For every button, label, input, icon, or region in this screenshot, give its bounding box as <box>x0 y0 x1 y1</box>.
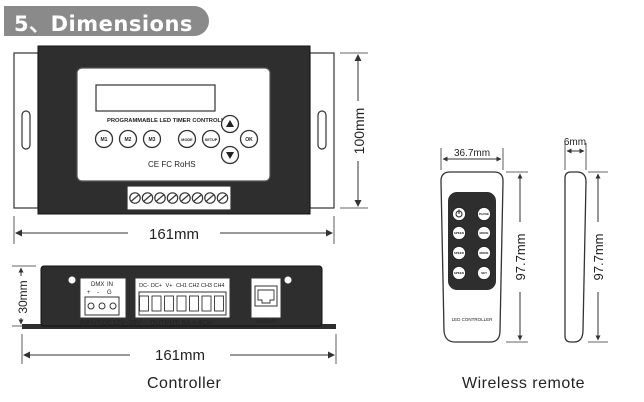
remote-button-label: SPEED <box>454 271 465 275</box>
remote-side-body <box>564 171 587 343</box>
output-pin <box>151 295 162 312</box>
rj45-in-label: IN <box>270 319 276 325</box>
remote-front-view: PAUSE SPEED MODE SPEED MODE SPEED SET LED CONT… <box>440 148 528 343</box>
output-pin <box>139 295 149 312</box>
input-minus-label: - <box>97 290 99 296</box>
remote-button-label: MODE <box>480 251 489 255</box>
side-height-dimension: 30mm <box>16 280 30 313</box>
remote-button-label: MODE <box>480 231 489 235</box>
remote-button[interactable] <box>477 226 491 240</box>
setup-button[interactable] <box>201 129 221 149</box>
front-height-dimension: 100mm <box>351 108 367 155</box>
output-terminal-label: CH2 <box>188 283 199 289</box>
output-pin <box>164 295 174 312</box>
input-g-label: G <box>107 290 112 296</box>
remote-side-width-dimension: 6mm <box>564 137 586 148</box>
output-terminal-label: CH3 <box>201 283 212 289</box>
output-terminal-label: DC+ <box>151 283 162 289</box>
output-pins <box>139 295 224 312</box>
right-screw-hole <box>283 275 293 285</box>
remote-label: LED CONTROLLER <box>452 317 494 322</box>
remote-button[interactable] <box>452 226 466 240</box>
output-terminal-label: CH4 <box>213 283 224 289</box>
setup-button-label: SETUP <box>205 138 218 142</box>
section-header: 5、Dimensions <box>4 6 209 36</box>
remote-button-label: SPEED <box>454 231 465 235</box>
side-width-dimension: 161mm <box>155 347 205 364</box>
rj45-dmx-label: DMX <box>256 319 269 325</box>
right-mount-slot <box>317 110 327 150</box>
controller-front-view: PROGRAMMABLE LED TIMER CONTROLLER M1 M2 … <box>13 45 368 244</box>
output-pin <box>201 295 212 312</box>
remote-button-label: SPEED <box>454 251 465 255</box>
input-plus-label: + <box>87 290 91 296</box>
remote-caption: Wireless remote <box>462 375 586 392</box>
m2-button[interactable] <box>118 129 138 149</box>
terminal-screws <box>129 192 229 204</box>
up-arrow-icon <box>226 120 234 127</box>
remote-side-height-dimension: 97.7mm <box>591 234 606 281</box>
input-plug <box>84 296 120 316</box>
controller-caption: Controller <box>147 375 222 392</box>
ok-button[interactable] <box>239 129 259 149</box>
remote-buttons: PAUSE SPEED MODE SPEED MODE SPEED SET <box>452 207 491 280</box>
remote-height-dimension: 97.7mm <box>513 234 528 281</box>
left-mounting-ear <box>13 52 39 209</box>
remote-side-view: 6mm 97.7mm <box>564 137 608 343</box>
section-title: 5、Dimensions <box>14 12 193 36</box>
output-terminal-label: DC- <box>139 283 149 289</box>
output-terminal-label: CH1 <box>176 283 187 289</box>
ok-button-label: OK <box>245 137 253 143</box>
remote-button-label: PAUSE <box>479 212 489 216</box>
input-spec-text: INPUT:DC12V~36V <box>80 320 142 327</box>
remote-button[interactable] <box>477 207 491 221</box>
remote-button[interactable] <box>477 246 491 260</box>
left-screw-hole <box>67 275 77 285</box>
panel-title: PROGRAMMABLE LED TIMER CONTROLLER <box>107 118 233 124</box>
input-in-label: IN <box>107 282 113 288</box>
lcd-display <box>95 84 216 112</box>
front-width-dimension: 161mm <box>149 226 199 243</box>
rj45-socket-icon <box>257 289 275 304</box>
m1-button-label: M1 <box>101 137 108 143</box>
mode-button[interactable] <box>177 129 197 149</box>
remote-button[interactable] <box>452 266 466 280</box>
remote-button[interactable] <box>452 246 466 260</box>
m3-button-label: M3 <box>149 137 156 143</box>
certification-marks: CE FC RoHS <box>148 160 196 169</box>
output-terminal-label: V+ <box>166 283 173 289</box>
remote-button[interactable] <box>477 266 491 280</box>
m2-button-label: M2 <box>125 137 132 143</box>
output-pin <box>214 295 224 312</box>
m1-button[interactable] <box>94 129 114 149</box>
remote-button-label: SET <box>481 271 487 275</box>
rj45-port <box>254 285 278 307</box>
left-mount-slot <box>21 110 31 150</box>
m3-button[interactable] <box>142 129 162 149</box>
remote-width-dimension: 36.7mm <box>454 148 490 159</box>
output-pin <box>176 295 187 312</box>
input-dmx-label: DMX <box>91 282 104 288</box>
controller-side-view: DMX IN + - G INPUT:DC12V~36V DC-DC+ V+CH1… <box>12 265 337 364</box>
output-spec-text: OUTPUT: 6A × 4CH <box>150 320 212 327</box>
down-arrow-icon <box>226 152 234 159</box>
output-pin <box>189 295 199 312</box>
mode-button-label: MODE <box>181 138 193 142</box>
